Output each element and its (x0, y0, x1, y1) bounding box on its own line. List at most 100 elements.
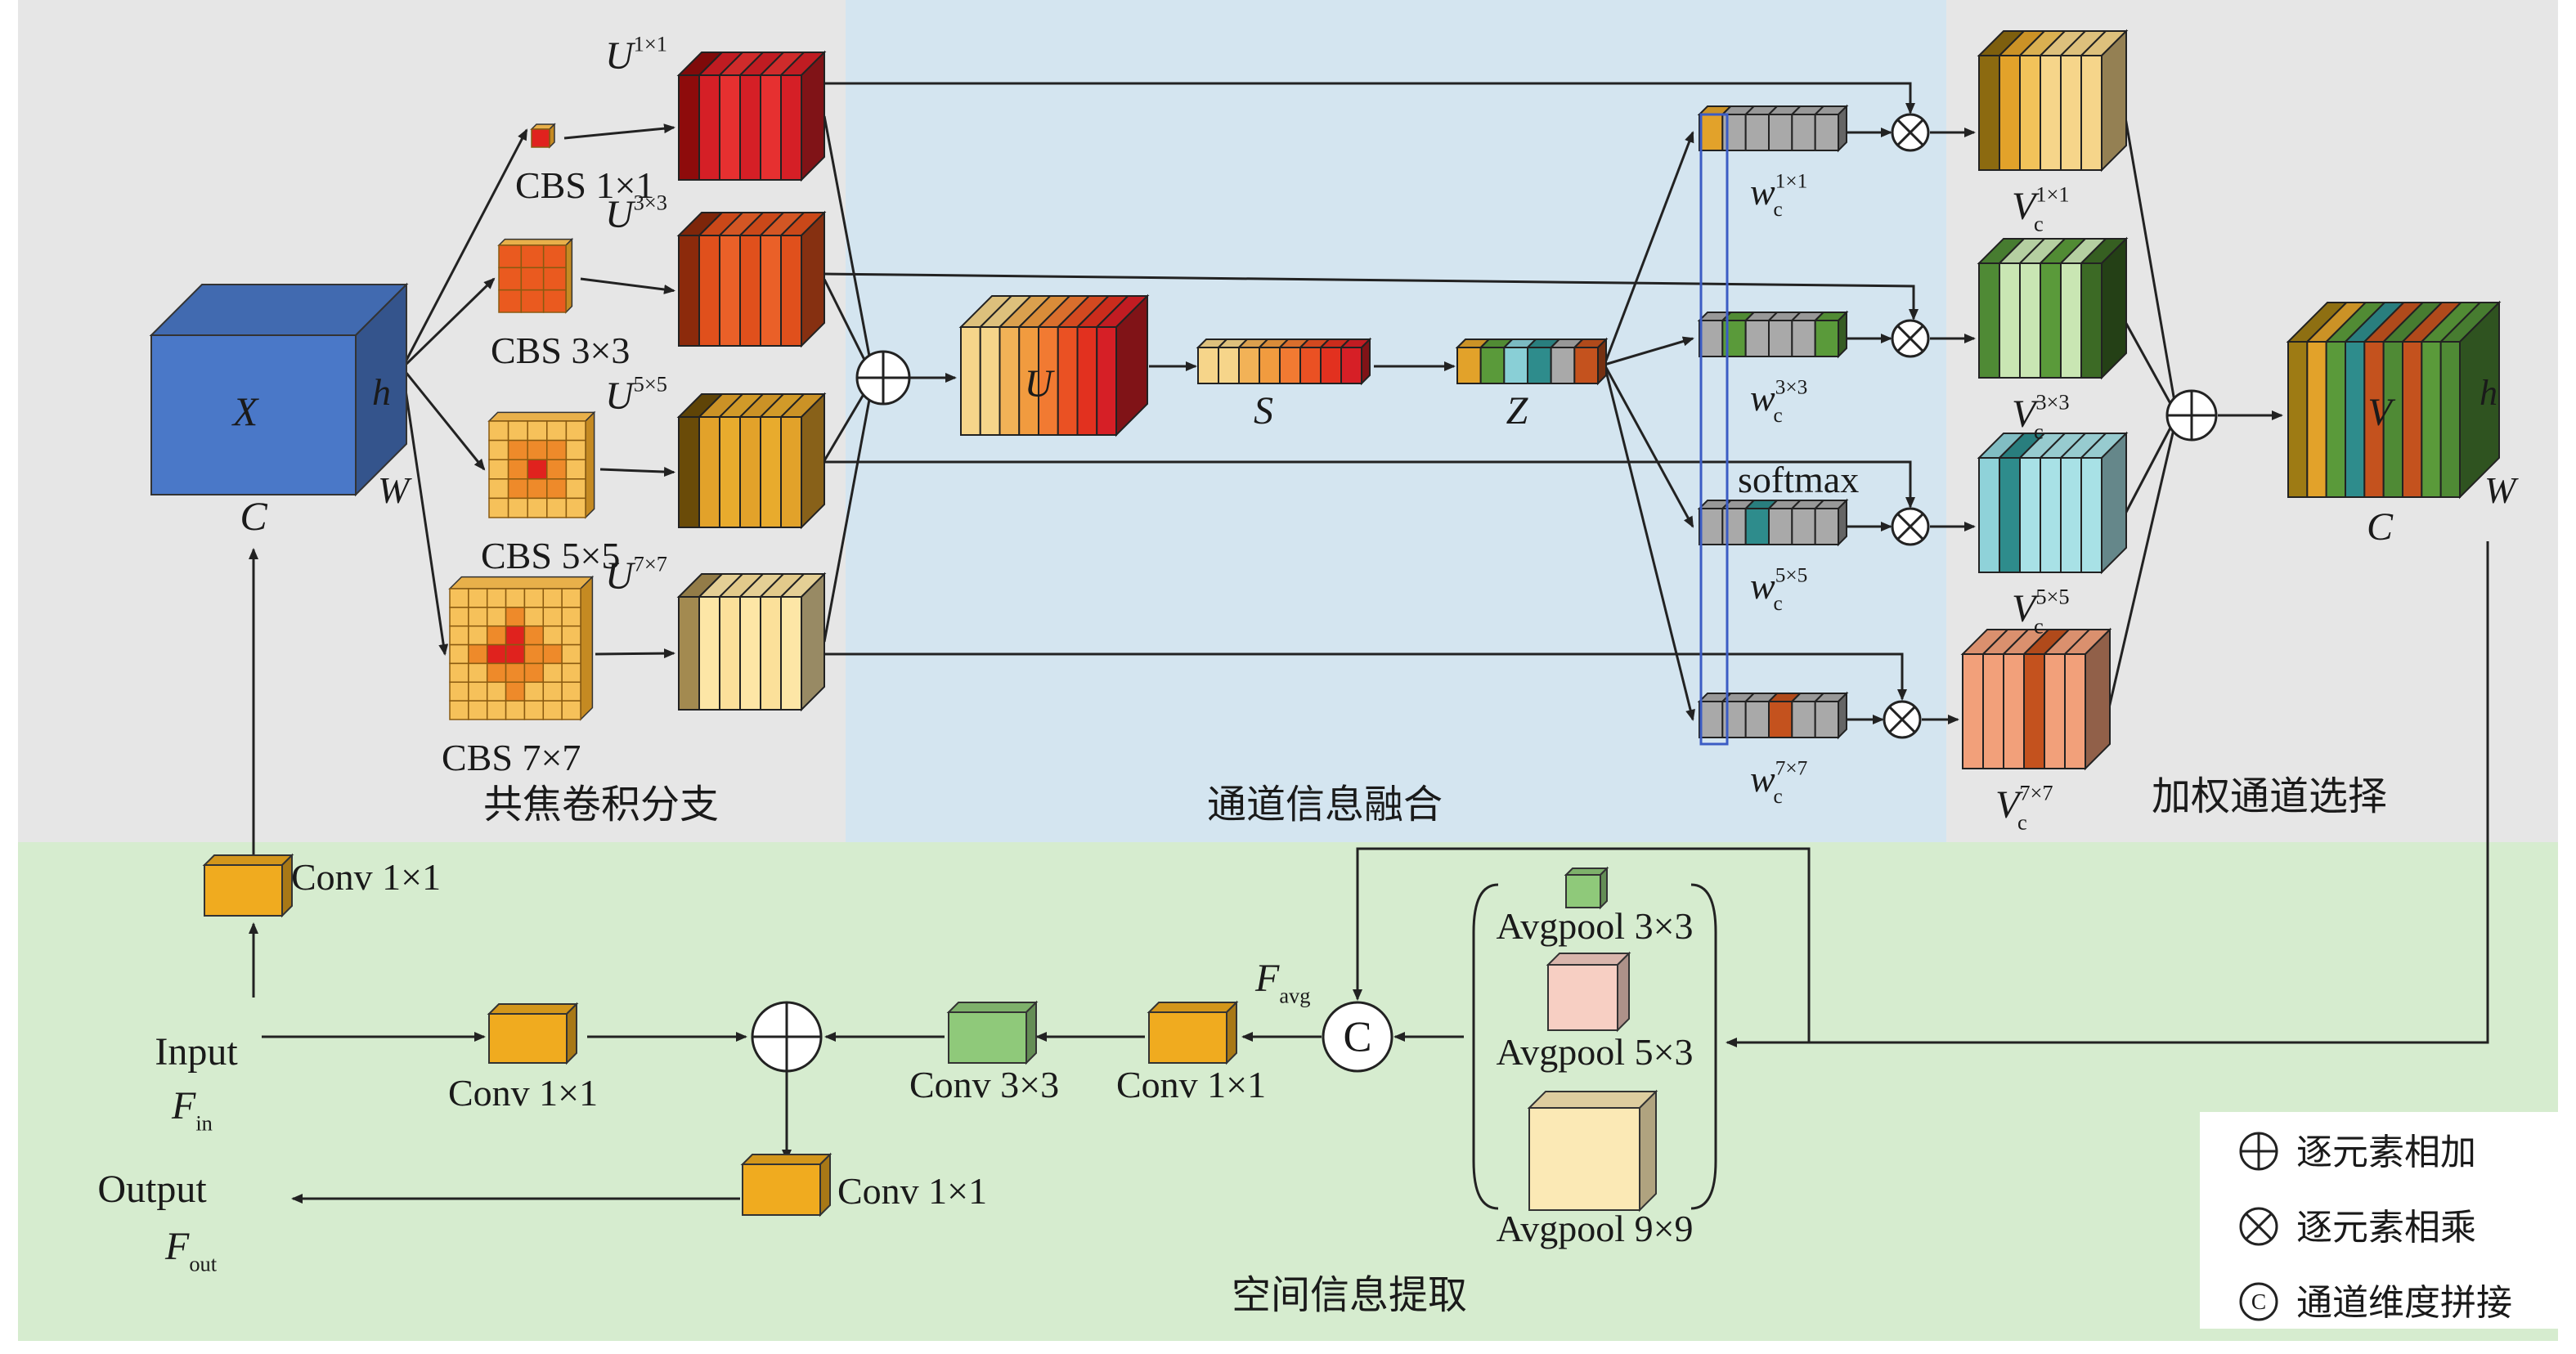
grid-cell (542, 244, 567, 269)
grid-cell (523, 681, 545, 702)
slab-front (698, 235, 720, 347)
slab-front (1057, 326, 1079, 436)
vec-cell (1197, 347, 1219, 384)
output-label: Output (97, 1168, 207, 1211)
v-map (1960, 627, 2112, 771)
w-vector (1697, 104, 1849, 153)
box-side (819, 1152, 831, 1217)
vfinal-w: W (2484, 469, 2519, 511)
vec-side (1838, 498, 1847, 547)
grid-cell (542, 267, 567, 291)
grid-top (487, 411, 596, 422)
conv33-label: Conv 3×3 (909, 1064, 1059, 1105)
slab-front (780, 416, 802, 528)
slab-front (1096, 326, 1117, 436)
s-vector (1196, 337, 1372, 386)
slab-front (2060, 55, 2082, 171)
skip-3 (824, 272, 1919, 321)
grid-cell (507, 478, 528, 500)
legend-add-label: 逐元素相加 (2296, 1132, 2476, 1173)
c-label: C (240, 493, 267, 539)
cbs-label: CBS 3×3 (491, 330, 630, 371)
grid-cell (542, 643, 563, 665)
z-to-w (1603, 364, 1694, 528)
v-to-sum (2107, 414, 2180, 712)
grid-cell (468, 588, 488, 608)
grid-cell (561, 681, 581, 702)
grid-cell (507, 420, 528, 442)
grid-cell (507, 459, 528, 480)
grid-cell (449, 625, 469, 646)
vec-side (1361, 337, 1371, 386)
vec-cell (1744, 114, 1770, 151)
v-final-label: V (2367, 391, 2395, 434)
sum-circle-top (855, 350, 911, 406)
vec-cell (1320, 347, 1342, 384)
grid-cell (468, 700, 488, 720)
vec-cell (1791, 508, 1816, 545)
kernel-to-map (599, 467, 675, 477)
conv-out-label: Conv 1×1 (837, 1170, 987, 1212)
slab-side (801, 210, 825, 348)
f-out-label: Fout (164, 1225, 218, 1276)
grid-cell (565, 497, 586, 518)
grid-cell (561, 662, 581, 684)
conv-out-box (740, 1152, 832, 1217)
slab-side (2101, 431, 2127, 575)
legend-mul-icon (2239, 1207, 2278, 1246)
vec-cell (1699, 508, 1724, 545)
box-top (946, 1002, 1039, 1013)
box-top (487, 1003, 579, 1015)
caption-fusion: 通道信息融合 (1207, 782, 1443, 827)
grid-cell (546, 420, 568, 442)
box-top (1546, 953, 1631, 966)
grid-cell (542, 289, 567, 313)
u-map-7 (676, 572, 827, 712)
grid-cell (523, 607, 545, 627)
grid-cell (561, 625, 581, 646)
grid-cell (527, 497, 548, 518)
slab-side (2085, 627, 2111, 771)
slab-front (719, 235, 741, 347)
vec-cell (1744, 701, 1770, 738)
slab-front (1982, 653, 2004, 769)
vec-cell (1699, 114, 1724, 151)
grid-cell (488, 439, 509, 460)
slab-front (739, 74, 761, 181)
slab-front (2345, 341, 2366, 498)
grid-top (448, 576, 595, 590)
grid-cell (505, 643, 526, 665)
slab-front (2040, 262, 2062, 379)
slab-front (2080, 262, 2103, 379)
grid-cell (488, 497, 509, 518)
slab-front (2003, 653, 2025, 769)
v-map (1977, 236, 2129, 380)
slab-front (719, 74, 741, 181)
slab-front (960, 326, 981, 436)
diagram-shapes: CC (149, 29, 2558, 1329)
kernel-to-map (580, 277, 675, 294)
op-stroke (2245, 1213, 2273, 1240)
conv11b-box (1147, 1000, 1239, 1065)
grid-cell (449, 588, 469, 608)
slab-front (678, 235, 700, 347)
v-to-sum (2123, 112, 2180, 417)
slab-side (2101, 236, 2127, 380)
grid-cell (468, 681, 488, 702)
fan-arrow (401, 367, 449, 656)
z-vector (1455, 337, 1609, 386)
legend-cat-icon: C (2239, 1282, 2278, 1321)
vfinal-h: h (2480, 373, 2497, 413)
slab-front (979, 326, 1001, 436)
conv-mid-box (487, 1002, 579, 1065)
grid-cell (542, 625, 563, 646)
op-circle (1322, 1001, 1393, 1073)
f-in-label: Fin (171, 1084, 213, 1135)
op-letter: C (1343, 1014, 1371, 1061)
grid-cell (486, 588, 507, 608)
grid-side (549, 123, 555, 149)
vec-cell (1814, 320, 1840, 357)
cbs-kernel-1 (530, 123, 556, 149)
